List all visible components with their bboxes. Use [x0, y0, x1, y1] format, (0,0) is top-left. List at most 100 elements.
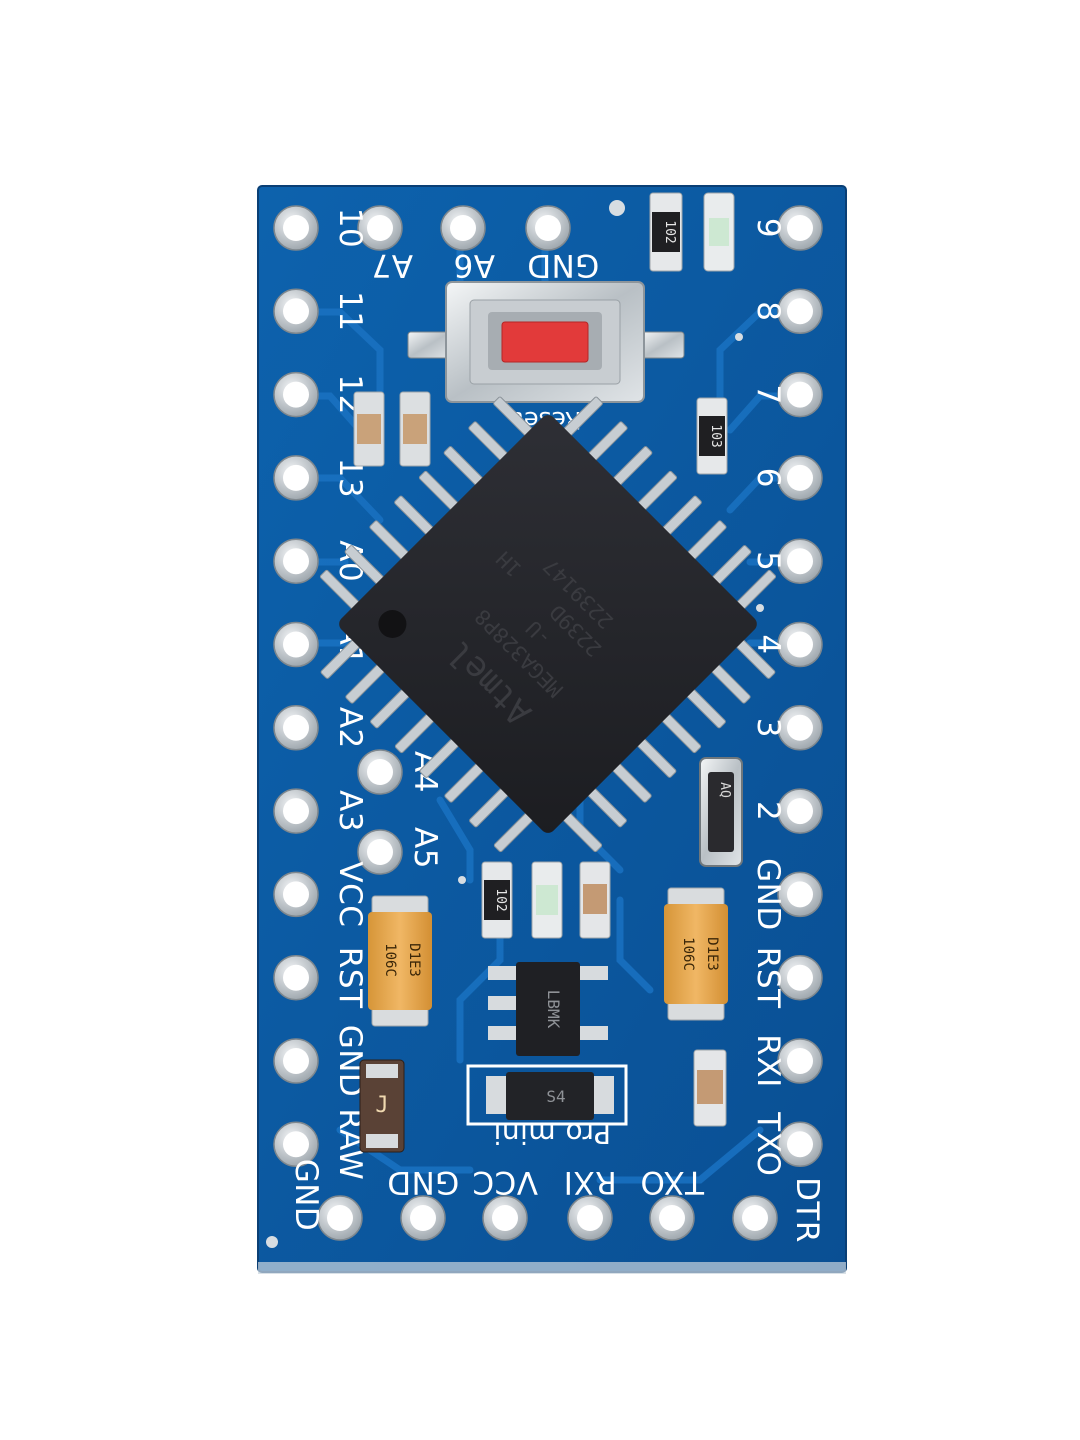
left-pin-label: RST: [332, 947, 368, 1009]
left-pin-pad: [273, 621, 319, 668]
bottom-pin-pad: [649, 1195, 695, 1241]
tantalum-capacitor-left: 106C D1E3: [368, 895, 432, 1027]
pin-label-vcc-bottom: VCC: [472, 1164, 538, 1200]
pin-label-a5: A5: [407, 827, 443, 869]
resistor-center: 102: [481, 861, 513, 939]
top-pin-pad: [440, 205, 486, 251]
capacitor-center: [579, 861, 611, 939]
right-pin-pad: [777, 705, 823, 751]
right-pin-label: 8: [750, 301, 786, 321]
voltage-regulator: LBMK: [488, 962, 608, 1056]
pin-label-gnd-top: GND: [527, 247, 600, 283]
right-pin-pad: [777, 871, 823, 918]
top-pin-pad: [357, 205, 403, 251]
schottky-diode: S4: [466, 1064, 628, 1126]
inner-pin-pad: [357, 829, 403, 875]
svg-text:D1E3: D1E3: [704, 937, 720, 971]
svg-text:103: 103: [708, 424, 723, 447]
left-pin-pad: [273, 788, 319, 834]
status-led: [703, 192, 735, 272]
right-pin-pad: [777, 205, 823, 251]
svg-text:102: 102: [662, 220, 677, 243]
left-pin-label: A2: [332, 707, 368, 749]
pin-label-rxi-bottom: RXI: [563, 1164, 616, 1200]
svg-text:106C: 106C: [680, 937, 696, 971]
right-pin-label: 4: [750, 634, 786, 654]
svg-text:LBMK: LBMK: [544, 990, 563, 1029]
analog-inner-pins: [357, 749, 403, 875]
board-name-label: Pro mini: [493, 1117, 611, 1150]
svg-text:D1E3: D1E3: [406, 943, 422, 977]
pin-label-gnd-corner: GND: [288, 1159, 324, 1232]
fuse: J: [359, 1059, 405, 1153]
bottom-pin-pad: [567, 1195, 613, 1241]
right-pin-label: RST: [750, 947, 786, 1009]
top-pin-header: [357, 205, 571, 251]
ftdi-pin-header: [317, 1195, 778, 1241]
capacitor-right: [693, 1049, 727, 1127]
right-pin-label: GND: [750, 858, 786, 931]
pin-label-dtr: DTR: [789, 1177, 825, 1243]
left-pin-label: VCC: [332, 861, 368, 927]
pin-label-txo-bottom: TXO: [640, 1164, 705, 1200]
svg-text:AQ: AQ: [717, 782, 732, 798]
right-pin-pad: [777, 371, 823, 418]
mcu-pins: [319, 396, 777, 853]
left-pin-pad: [273, 538, 319, 584]
tantalum-capacitor-right: 106C D1E3: [664, 887, 728, 1021]
inner-pin-pad: [357, 749, 403, 795]
right-pin-pad: [777, 538, 823, 584]
right-pin-label: TXO: [750, 1111, 786, 1176]
svg-text:102: 102: [493, 888, 508, 911]
top-pin-pad: [525, 205, 571, 251]
right-pin-label: 6: [750, 468, 786, 488]
reset-button: [407, 281, 685, 403]
left-pin-label: A3: [332, 790, 368, 832]
svg-text:106C: 106C: [382, 943, 398, 977]
svg-text:S4: S4: [546, 1087, 565, 1106]
reset-button-cap: [501, 321, 589, 363]
left-pin-pad: [273, 205, 319, 251]
right-pin-pad: [777, 455, 823, 501]
right-pin-label: 9: [750, 218, 786, 238]
pin-label-a6: A6: [453, 247, 495, 283]
left-pin-pad: [273, 288, 319, 335]
bottom-pin-pad: [482, 1195, 528, 1241]
left-pin-pad: [273, 455, 319, 501]
bottom-pin-pad: [732, 1195, 778, 1241]
left-pin-pad: [273, 954, 319, 1001]
left-pin-pad: [273, 705, 319, 751]
left-pin-label: 11: [332, 291, 368, 331]
right-pin-header: [777, 205, 823, 1168]
pin-label-a7: A7: [371, 247, 413, 283]
right-pin-label: 7: [750, 384, 786, 404]
capacitor-pair: [353, 391, 431, 467]
bottom-pin-pad: [400, 1195, 446, 1241]
resistor-top: 102: [649, 192, 683, 272]
right-pin-label: 3: [750, 718, 786, 738]
left-pin-pad: [273, 1121, 319, 1168]
atmega-chip: [339, 415, 757, 833]
left-pin-pad: [273, 371, 319, 418]
left-pin-pad: [273, 871, 319, 918]
right-pin-pad: [777, 1121, 823, 1168]
right-pin-label: RXI: [750, 1034, 786, 1087]
crystal-resonator: AQ: [699, 757, 743, 867]
bottom-pin-pad: [317, 1195, 363, 1241]
right-pin-pad: [777, 621, 823, 668]
right-pin-label: 2: [750, 801, 786, 821]
svg-text:J: J: [375, 1093, 388, 1118]
power-led: [531, 861, 563, 939]
left-pin-label: 10: [332, 208, 368, 248]
right-pin-label: 5: [750, 551, 786, 571]
right-pin-pad: [777, 788, 823, 834]
pin-label-gnd-bottom: GND: [387, 1164, 460, 1200]
right-pin-pad: [777, 954, 823, 1001]
right-pin-pad: [777, 288, 823, 335]
left-pin-labels: 10111213A0A1A2A3VCCRSTGNDRAW: [332, 208, 368, 1181]
right-pin-pad: [777, 1038, 823, 1084]
left-pin-pad: [273, 1038, 319, 1084]
